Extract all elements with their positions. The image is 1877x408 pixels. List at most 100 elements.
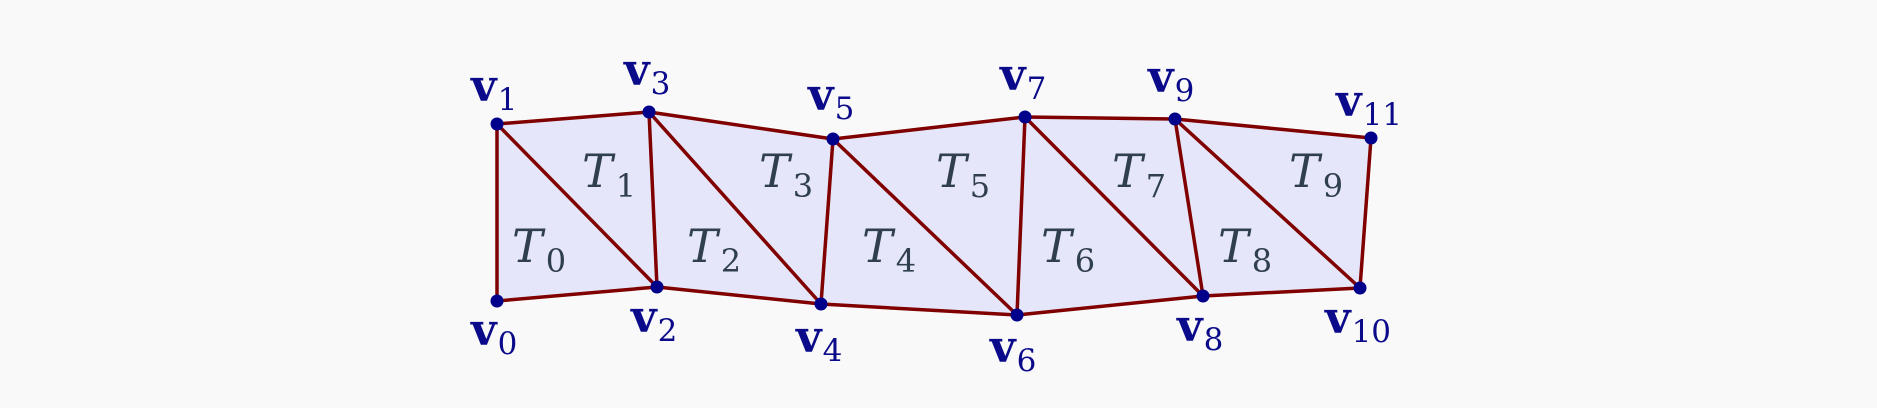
triangle-label-base: T <box>1112 144 1146 198</box>
vertex-label-4: v4 <box>795 312 842 369</box>
vertex-label-7: v7 <box>999 50 1046 107</box>
triangle-label-sub: 3 <box>793 167 813 205</box>
vertex-label-sub: 11 <box>1363 97 1402 133</box>
edge-v6-v8 <box>1015 294 1205 317</box>
vertex-label-base: v <box>807 70 835 121</box>
triangle-label-base: T <box>759 144 793 198</box>
edge-v3-v5 <box>647 110 835 141</box>
triangle-edges <box>495 110 1373 317</box>
triangle-label-9: T9 <box>1289 144 1343 205</box>
triangle-label-sub: 1 <box>616 167 636 205</box>
triangle-fills <box>497 112 1371 315</box>
triangle-label-base: T <box>512 219 546 273</box>
edge-v6-v7 <box>1015 115 1027 317</box>
vertex-points <box>490 105 1378 322</box>
vertex-label-sub: 0 <box>498 326 518 362</box>
vertex-label-3: v3 <box>623 45 670 102</box>
triangle-label-base: T <box>1041 219 1075 273</box>
vertex-point-8 <box>1196 289 1210 303</box>
vertex-label-1: v1 <box>470 61 517 118</box>
triangle-fill-4 <box>821 139 1017 315</box>
triangle-label-8: T8 <box>1218 219 1272 280</box>
vertex-label-base: v <box>1335 76 1363 127</box>
vertex-label-base: v <box>1324 293 1352 344</box>
edge-v4-v6 <box>819 302 1019 317</box>
triangle-fill-6 <box>1017 117 1203 315</box>
triangle-label-6: T6 <box>1041 219 1095 280</box>
edge-v1-v3 <box>495 110 651 126</box>
vertex-point-11 <box>1364 131 1378 145</box>
vertex-label-11: v11 <box>1335 76 1402 133</box>
edge-v10-v11 <box>1358 136 1373 290</box>
vertex-point-7 <box>1018 110 1032 124</box>
vertex-label-base: v <box>623 45 651 96</box>
vertex-label-5: v5 <box>807 70 854 127</box>
triangle-label-base: T <box>1289 144 1323 198</box>
vertex-label-sub: 10 <box>1352 314 1391 350</box>
triangle-label-2: T2 <box>687 219 741 280</box>
edge-v4-v5 <box>819 137 835 306</box>
vertex-label-base: v <box>1176 301 1204 352</box>
vertex-label-base: v <box>470 305 498 356</box>
edge-v0-v2 <box>495 285 659 303</box>
vertex-point-9 <box>1168 112 1182 126</box>
vertex-label-0: v0 <box>470 305 517 362</box>
triangle-label-3: T3 <box>759 144 813 205</box>
triangle-label-7: T7 <box>1112 144 1166 205</box>
edge-v1-v2 <box>495 122 659 289</box>
vertex-label-base: v <box>1147 52 1175 103</box>
triangle-fill-9 <box>1175 119 1371 288</box>
edge-v2-v3 <box>647 110 659 289</box>
vertex-point-5 <box>826 132 840 146</box>
vertex-label-base: v <box>470 61 498 112</box>
vertex-label-base: v <box>999 50 1027 101</box>
triangle-label-base: T <box>1218 219 1252 273</box>
vertex-point-2 <box>650 280 664 294</box>
vertex-label-2: v2 <box>630 292 677 349</box>
vertex-label-10: v10 <box>1324 293 1391 350</box>
edge-v9-v10 <box>1173 117 1362 290</box>
edge-v8-v9 <box>1173 117 1205 298</box>
vertex-label-9: v9 <box>1147 52 1194 109</box>
vertex-label-sub: 4 <box>823 333 843 369</box>
vertex-label-sub: 6 <box>1017 343 1037 379</box>
vertex-point-0 <box>490 294 504 308</box>
triangle-label-sub: 4 <box>896 242 916 280</box>
triangle-label-1: T1 <box>582 144 636 205</box>
triangle-fill-0 <box>497 124 657 301</box>
triangle-label-sub: 2 <box>721 242 741 280</box>
vertex-label-sub: 5 <box>835 91 855 127</box>
edge-v5-v7 <box>831 115 1027 141</box>
edge-v7-v8 <box>1023 115 1205 298</box>
triangle-fill-3 <box>649 112 833 304</box>
triangle-label-0: T0 <box>512 219 566 280</box>
vertex-label-base: v <box>630 292 658 343</box>
triangle-label-sub: 5 <box>970 167 990 205</box>
vertex-point-1 <box>490 117 504 131</box>
triangle-label-sub: 0 <box>546 242 566 280</box>
vertex-label-sub: 3 <box>651 66 671 102</box>
triangle-label-base: T <box>582 144 616 198</box>
vertex-label-sub: 2 <box>658 313 678 349</box>
edge-v8-v10 <box>1201 286 1362 298</box>
vertex-label-sub: 8 <box>1204 322 1224 358</box>
edge-v2-v4 <box>655 285 823 306</box>
vertex-label-8: v8 <box>1176 301 1223 358</box>
vertex-point-3 <box>642 105 656 119</box>
edge-v9-v11 <box>1173 117 1373 140</box>
triangle-label-sub: 7 <box>1146 167 1166 205</box>
vertex-label-base: v <box>795 312 823 363</box>
triangle-label-5: T5 <box>936 144 990 205</box>
edge-v3-v4 <box>647 110 823 306</box>
triangle-label-4: T4 <box>862 219 916 280</box>
triangle-label-base: T <box>862 219 896 273</box>
edge-v7-v9 <box>1023 115 1177 121</box>
triangle-label-sub: 6 <box>1075 242 1095 280</box>
edge-v5-v6 <box>831 137 1019 317</box>
vertex-point-6 <box>1010 308 1024 322</box>
triangle-label-sub: 8 <box>1252 242 1272 280</box>
vertex-label-6: v6 <box>989 322 1036 379</box>
